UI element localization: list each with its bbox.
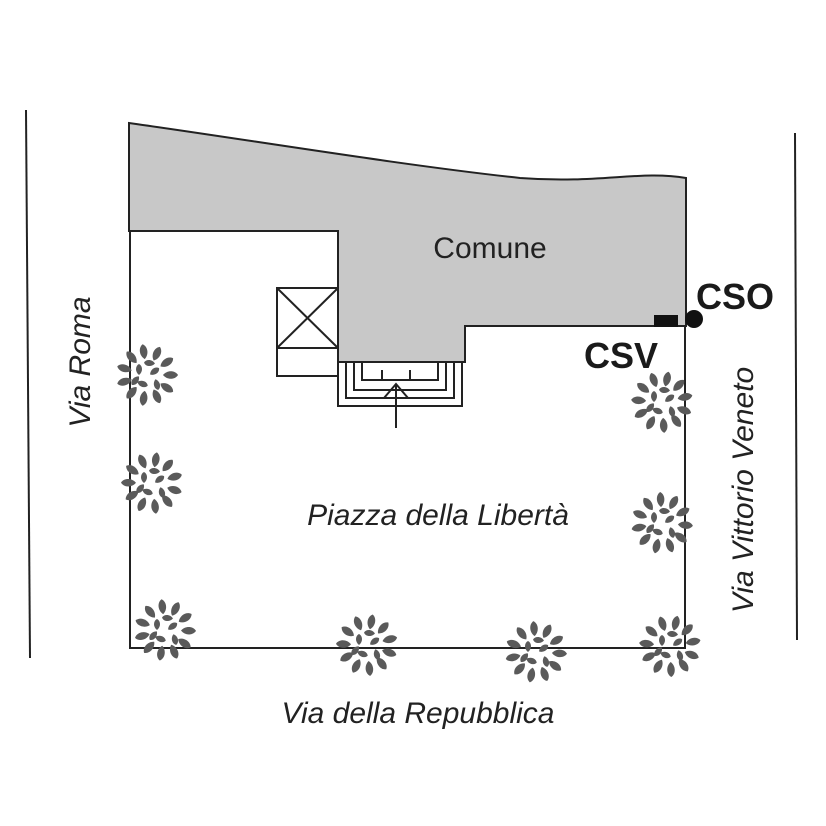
piazza-label: Piazza della Libertà	[307, 499, 569, 532]
tree-icon	[117, 344, 178, 406]
comune-label: Comune	[433, 232, 546, 265]
via-vittorio-veneto-label: Via Vittorio Veneto	[727, 367, 760, 613]
tree-icon	[631, 492, 693, 554]
street-line-right	[794, 132, 798, 641]
entrance-arrow-icon	[383, 382, 409, 428]
crossed-box-icon	[276, 287, 339, 377]
trees	[117, 344, 701, 683]
via-roma-label: Via Roma	[64, 296, 97, 427]
tree-icon	[505, 621, 567, 683]
comune-building	[128, 121, 687, 363]
piazza-boundary	[129, 228, 686, 649]
street-line-left	[25, 109, 31, 659]
tree-icon	[121, 452, 182, 514]
csv-label: CSV	[584, 335, 658, 376]
cso-label: CSO	[696, 276, 774, 317]
tree-icon	[639, 615, 701, 677]
tree-icon	[631, 371, 693, 433]
tree-icon	[336, 614, 398, 676]
entrance-steps	[337, 362, 463, 407]
csv-marker	[654, 315, 678, 327]
via-repubblica-label: Via della Repubblica	[282, 697, 555, 730]
tree-icon	[135, 599, 196, 661]
cso-marker	[685, 310, 703, 328]
